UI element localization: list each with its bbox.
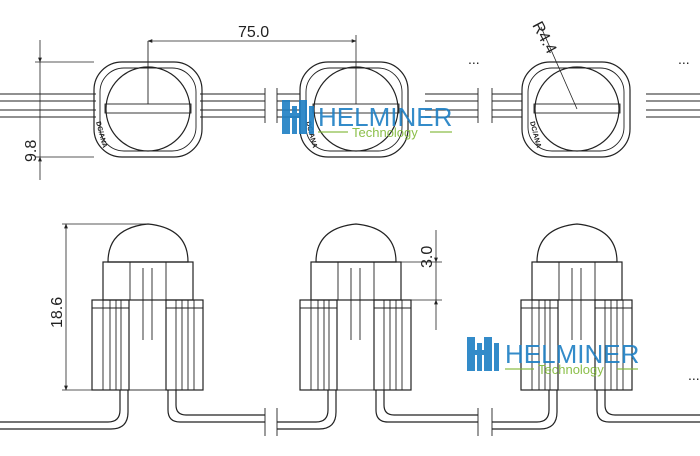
helminer-logo-icon [467,337,499,371]
module-marking: DC/ANA [94,121,108,149]
helminer-logo-icon [282,100,314,134]
top-view: DC/ANA DC/ANA DC/ANA 75.0 R4.4 [0,19,700,180]
top-module-3: DC/ANA [521,26,631,158]
top-module-1: DC/ANA [93,41,203,158]
watermark-tagline: Technology [352,125,418,140]
watermark-logo: HELMINER Technology [467,337,639,377]
continuation-mark: ... [468,51,480,67]
height-dimension: 18.6 [49,223,148,391]
pitch-label: 75.0 [238,24,269,41]
watermark-brand: HELMINER [318,102,452,132]
continuation-mark: ... [688,367,700,383]
lens-height-label: 3.0 [419,246,436,268]
watermark-brand: HELMINER [505,339,639,369]
radius-label: R4.4 [528,19,559,57]
pitch-dimension: 75.0 [147,24,357,104]
module-marking: DC/ANA [528,121,542,149]
watermark-logo: HELMINER Technology [282,100,452,140]
width-label: 9.8 [23,140,40,162]
height-label: 18.6 [49,297,66,328]
watermark-tagline: Technology [538,362,604,377]
lens-dimension: 3.0 [374,230,442,330]
side-module-1 [0,223,265,430]
width-dimension: 9.8 [23,40,94,180]
continuation-mark: ... [678,51,690,67]
side-module-3 [492,223,700,430]
top-cables [0,88,700,123]
side-module-2 [277,223,478,430]
side-view: 18.6 3.0 ... [0,223,700,436]
